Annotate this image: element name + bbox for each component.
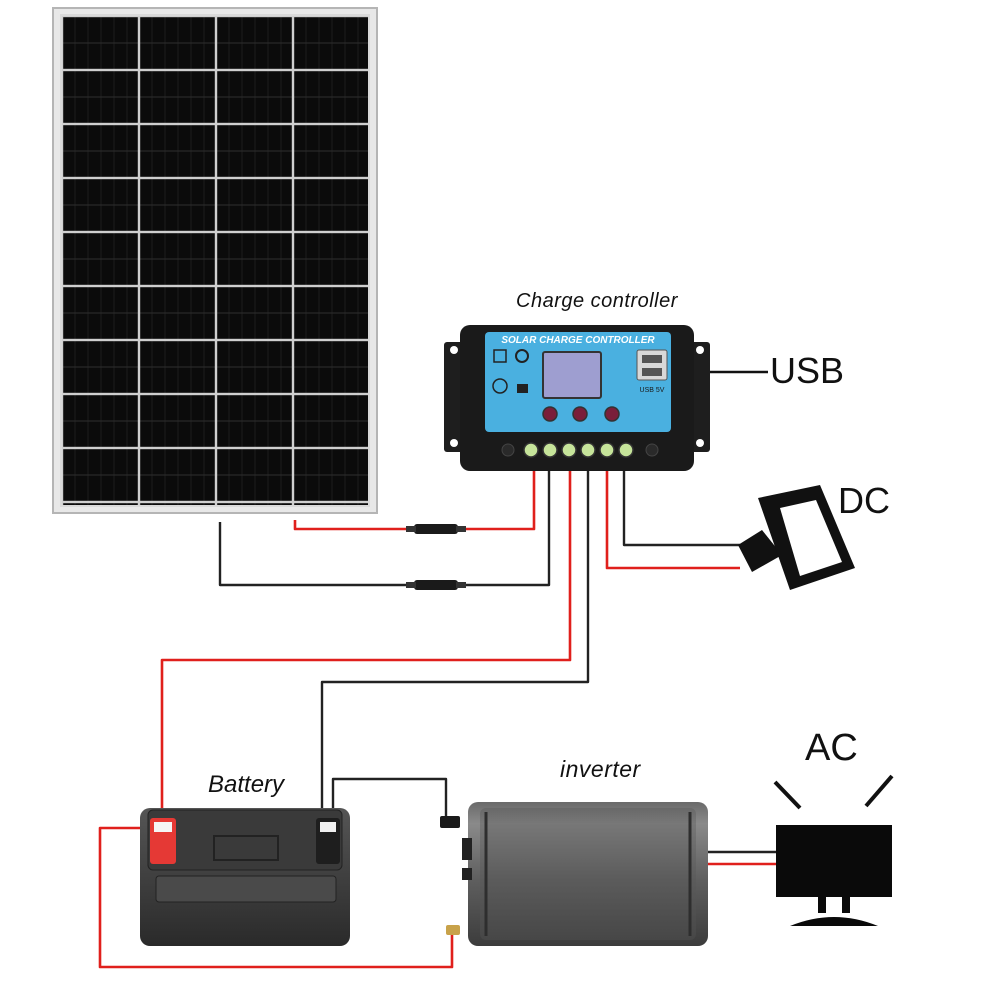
lock-icon: [517, 384, 528, 393]
panel-negative-wire: [218, 468, 551, 587]
gear-icon: [515, 349, 529, 363]
dc-load-lamp: [738, 485, 855, 590]
battery-label: Battery: [208, 771, 285, 798]
dc-label: DC: [838, 480, 890, 521]
load-positive-wire: [605, 468, 740, 570]
ac-label: AC: [805, 727, 858, 769]
controller-brand-text: SOLAR CHARGE CONTROLLER: [501, 335, 655, 346]
ac-load-tv: [773, 774, 894, 926]
battery: [140, 808, 350, 946]
usb-label: USB: [770, 350, 845, 391]
inverter-negative-wire: [331, 777, 448, 818]
inverter-label: inverter: [560, 756, 641, 782]
charge-controller: SOLAR CHARGE CONTROLLER USB 5V: [444, 325, 710, 471]
mc4-connectors: [406, 524, 466, 590]
controller-status-icon: [493, 349, 507, 363]
inverter-positive-wire: [98, 826, 454, 969]
solar-panel: [52, 7, 378, 514]
wiring: [98, 370, 778, 969]
load-negative-wire: [622, 468, 740, 547]
terminal-block: [501, 442, 659, 458]
controller-usb-text: USB 5V: [640, 387, 665, 394]
battery-negative-wire: [320, 468, 590, 808]
battery-positive-wire: [160, 468, 572, 808]
inverter: [440, 802, 708, 946]
clock-icon: [492, 378, 508, 394]
charge-controller-label: Charge controller: [516, 290, 678, 312]
